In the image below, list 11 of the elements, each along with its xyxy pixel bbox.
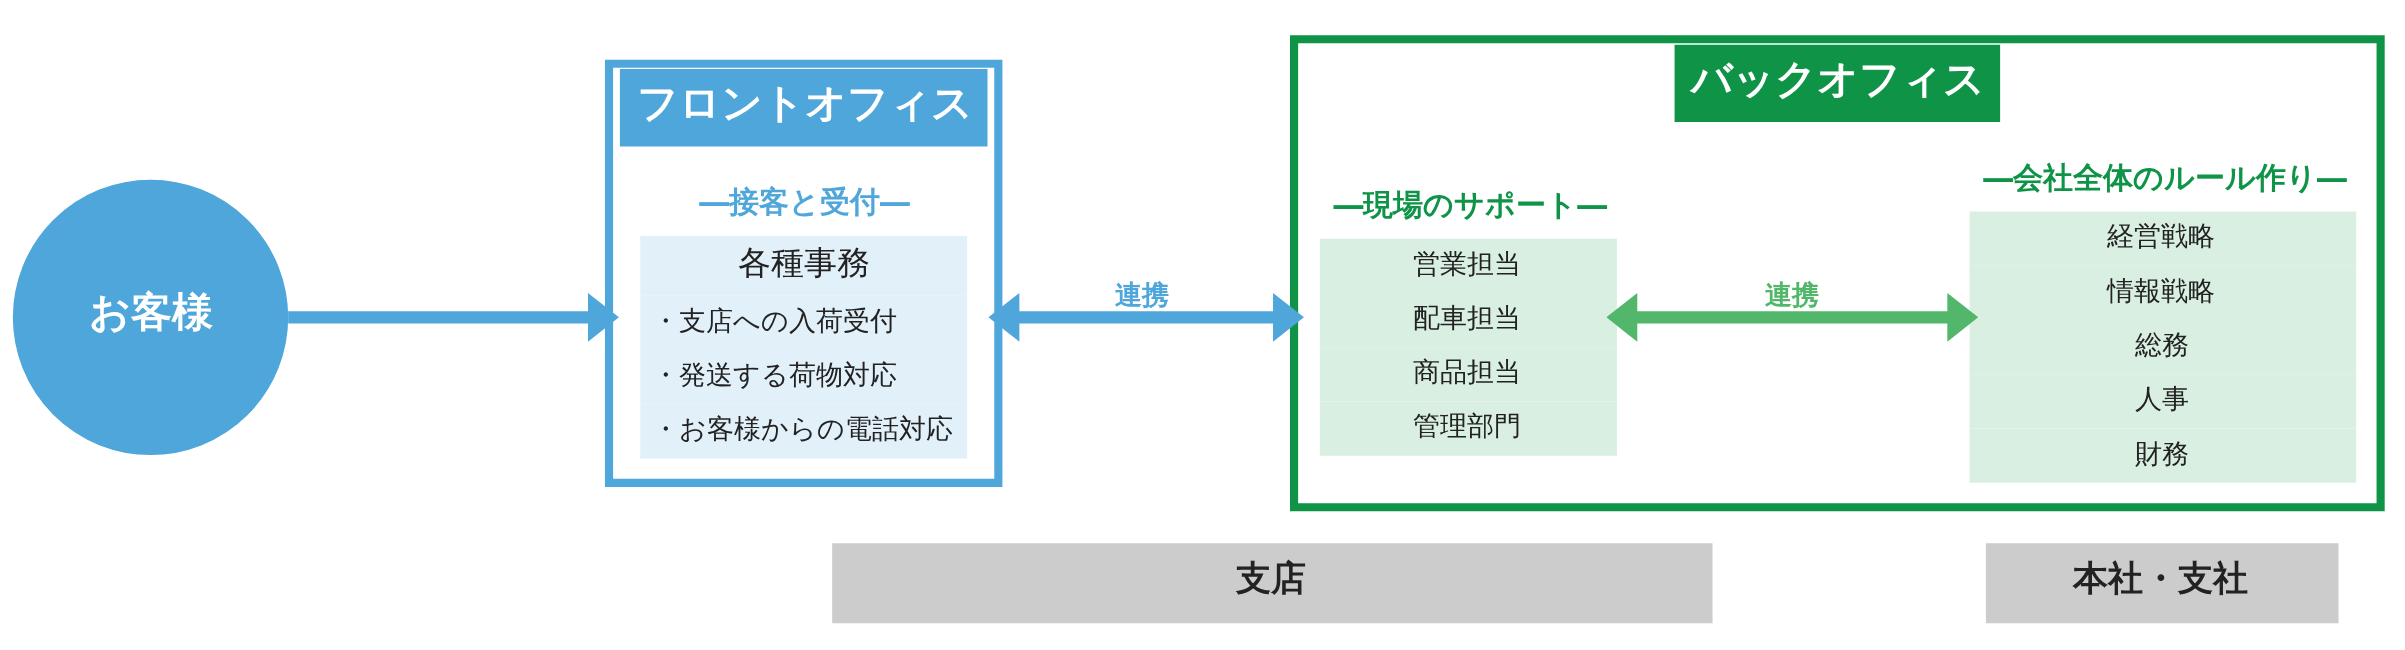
edge-label: 連携 <box>1115 278 1170 310</box>
arrow <box>988 292 1304 342</box>
node-circle: お客様 <box>12 179 289 455</box>
node-box: 支店 <box>832 542 1713 623</box>
node-label: ―会社全体のルール作り― <box>1983 159 2347 195</box>
node-box: 本社・支社 <box>1985 542 2339 623</box>
arrow <box>288 292 619 342</box>
node-label: ―現場のサポート― <box>1333 186 1608 222</box>
node-label: ―接客と受付― <box>699 183 910 219</box>
arrow <box>1606 292 1979 342</box>
edge-label: 連携 <box>1764 278 1819 310</box>
